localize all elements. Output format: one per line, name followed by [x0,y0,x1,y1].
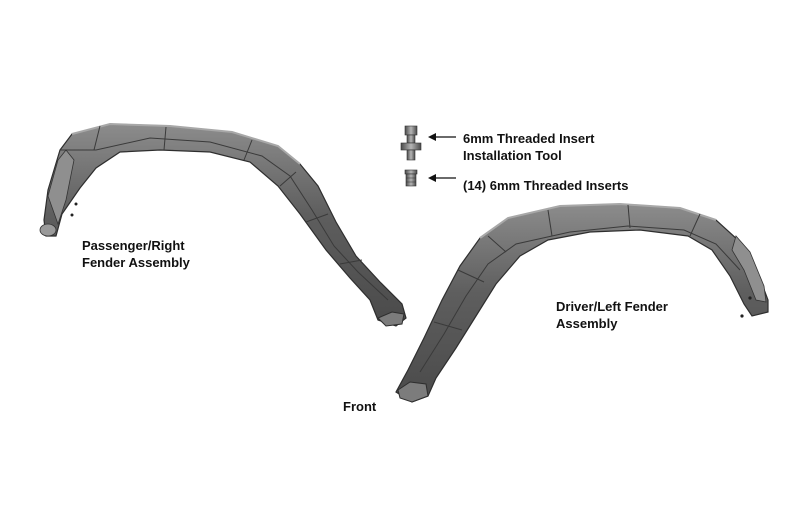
label-passenger-fender: Passenger/Right Fender Assembly [82,237,190,271]
label-driver-fender: Driver/Left Fender Assembly [556,298,668,332]
label-line: Passenger/Right [82,238,185,253]
label-front: Front [343,398,376,415]
label-line: (14) 6mm Threaded Inserts [463,178,629,193]
passenger-fender [39,122,407,327]
label-line: Fender Assembly [82,255,190,270]
label-line: Front [343,399,377,414]
threaded-insert-icon [404,169,418,187]
label-line: Assembly [556,316,618,331]
label-line: Installation Tool [463,148,562,163]
installation-tool-icon [400,125,422,161]
label-threaded-inserts: (14) 6mm Threaded Inserts [463,177,628,194]
driver-fender [395,202,769,403]
label-line: 6mm Threaded Insert [463,131,595,146]
label-line: Driver/Left Fender [556,299,668,314]
arrow-tool [428,133,456,141]
label-installation-tool: 6mm Threaded Insert Installation Tool [463,130,595,164]
arrow-inserts [428,174,456,182]
